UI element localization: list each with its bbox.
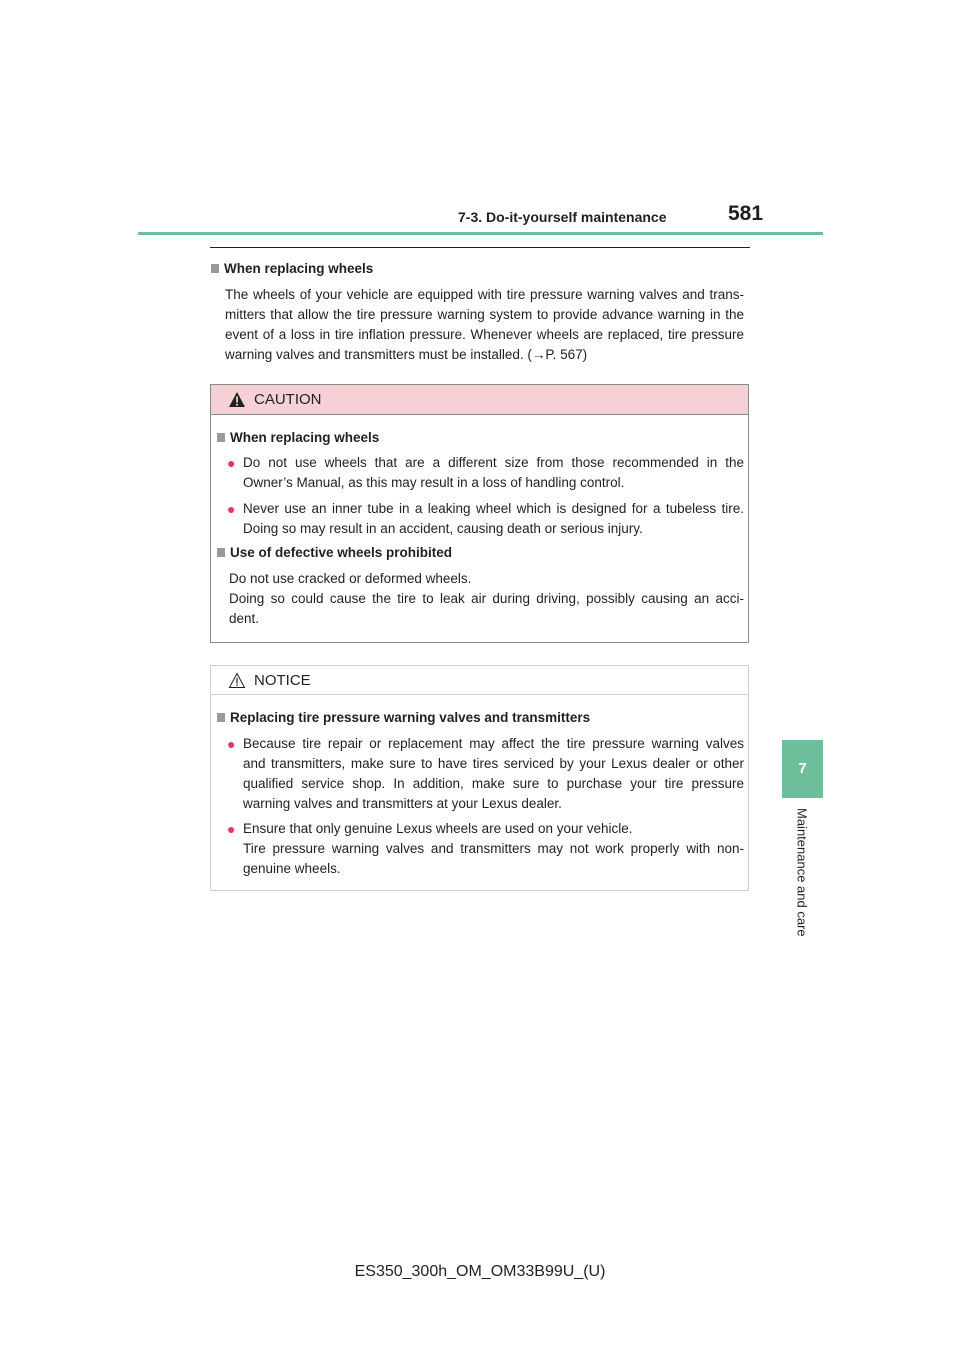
header-rule <box>138 232 823 235</box>
caution-section-heading: When replacing wheels <box>217 430 379 445</box>
notice-box: NOTICE Replacing tire pressure warning v… <box>210 665 749 891</box>
notice-header: NOTICE <box>211 666 748 695</box>
square-bullet-icon <box>217 713 225 722</box>
chapter-tab: 7 <box>782 740 823 798</box>
paragraph-line: Do not use cracked or deformed wheels. <box>229 571 472 586</box>
caution-bullet: ● Do not use wheels that are a different… <box>227 453 744 493</box>
bullet-line: Owner’s Manual, as this may result in a … <box>243 475 625 490</box>
notice-title: NOTICE <box>254 672 311 689</box>
notice-heading-text: Replacing tire pressure warning valves a… <box>230 710 591 725</box>
bullet-line: qualified service shop. In addition, mak… <box>243 776 744 791</box>
page-number: 581 <box>728 202 764 225</box>
running-header-section: 7-3. Do-it-yourself maintenance <box>458 209 667 225</box>
square-bullet-icon <box>211 264 219 273</box>
notice-bullet: ● Because tire repair or replacement may… <box>227 734 744 814</box>
notice-triangle-icon <box>228 672 246 688</box>
caution-header: CAUTION <box>211 385 748 415</box>
bullet-line: Doing so may result in an accident, caus… <box>243 521 643 536</box>
bullet-line: Never use an inner tube in a leaking whe… <box>243 501 744 516</box>
intro-line: The wheels of your vehicle are equipped … <box>225 287 744 302</box>
bullet-line: Do not use wheels that are a different s… <box>243 455 744 470</box>
paragraph-line: dent. <box>229 611 260 626</box>
caution-section-heading-text: When replacing wheels <box>230 430 380 445</box>
bullet-dot-icon: ● <box>227 501 236 517</box>
caution-section-heading: Use of defective wheels prohibited <box>217 545 452 560</box>
chapter-label-text: Maintenance and care <box>794 808 810 937</box>
intro-line: warning valves and transmitters must be … <box>225 347 588 362</box>
intro-line: event of a loss in tire inflation pressu… <box>225 327 744 342</box>
bullet-dot-icon: ● <box>227 821 236 837</box>
bullet-dot-icon: ● <box>227 736 236 752</box>
bullet-line: warning valves and transmitters at your … <box>243 796 562 811</box>
caution-title: CAUTION <box>254 391 322 408</box>
square-bullet-icon <box>217 433 225 442</box>
bullet-dot-icon: ● <box>227 455 236 471</box>
bullet-line: Because tire repair or replacement may a… <box>243 736 744 751</box>
caution-paragraph: Do not use cracked or deformed wheels. D… <box>229 569 744 629</box>
paragraph-line: Doing so could cause the tire to leak ai… <box>229 591 744 606</box>
warning-triangle-icon <box>229 392 245 407</box>
notice-heading: Replacing tire pressure warning valves a… <box>217 710 590 725</box>
notice-bullet: ● Ensure that only genuine Lexus wheels … <box>227 819 744 879</box>
bullet-line: Tire pressure warning valves and transmi… <box>243 841 744 856</box>
intro-line: mitters that allow the tire pressure war… <box>225 307 744 322</box>
chapter-label: Maintenance and care <box>786 808 818 958</box>
intro-heading-text: When replacing wheels <box>224 261 374 276</box>
caution-box: CAUTION When replacing wheels ● Do not u… <box>210 384 749 643</box>
caution-section-heading-text: Use of defective wheels prohibited <box>230 545 453 560</box>
footer-doc-id: ES350_300h_OM_OM33B99U_(U) <box>354 1263 606 1280</box>
top-rule <box>210 247 750 248</box>
bullet-line: genuine wheels. <box>243 861 341 876</box>
intro-paragraph: The wheels of your vehicle are equipped … <box>225 285 744 365</box>
caution-bullet: ● Never use an inner tube in a leaking w… <box>227 499 744 539</box>
bullet-line: Ensure that only genuine Lexus wheels ar… <box>243 821 633 836</box>
bullet-line: and transmitters, make sure to have tire… <box>243 756 744 771</box>
square-bullet-icon <box>217 548 225 557</box>
intro-heading: When replacing wheels <box>211 261 373 276</box>
